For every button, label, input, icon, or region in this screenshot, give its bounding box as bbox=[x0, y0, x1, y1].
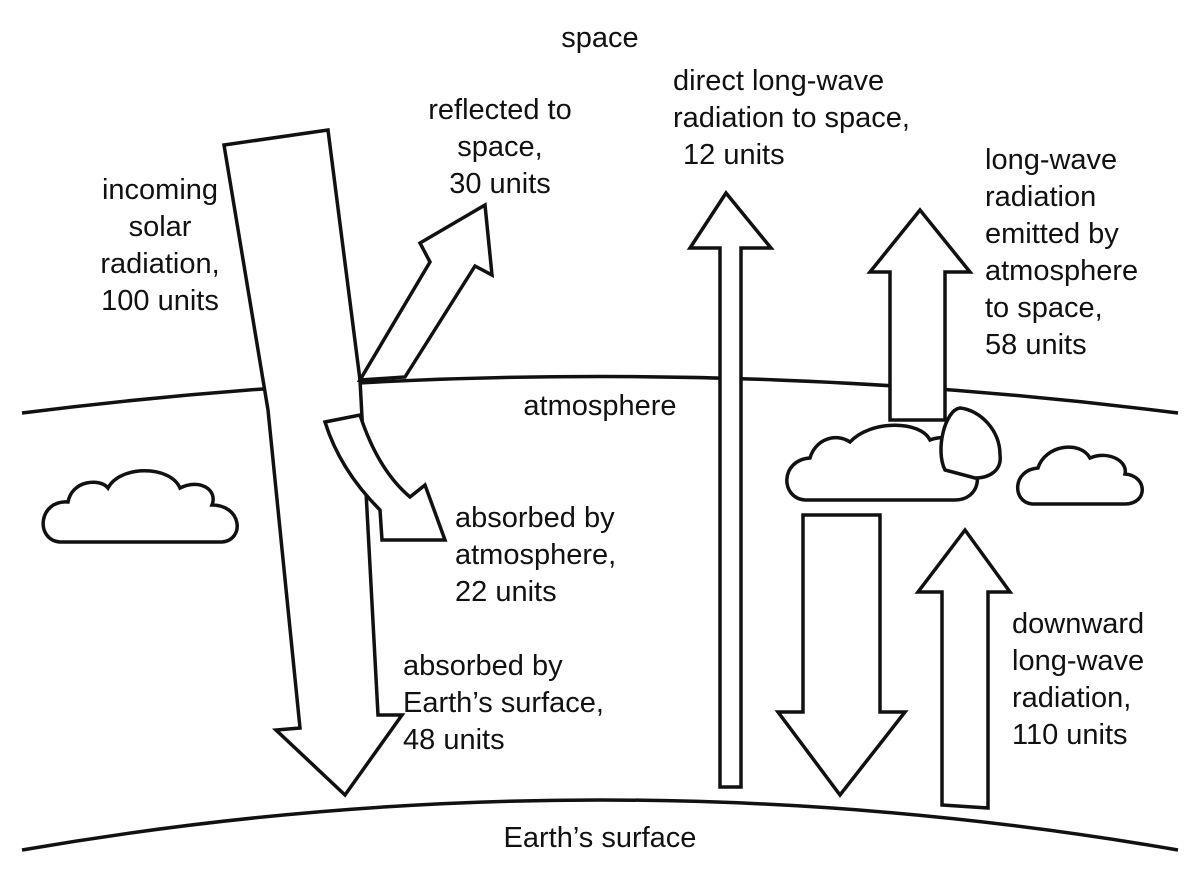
incoming-solar-arrow bbox=[221, 128, 406, 798]
absorbed-atmosphere-label: absorbed by atmosphere, 22 units bbox=[455, 502, 617, 608]
atmosphere-label: atmosphere bbox=[523, 390, 677, 422]
atmosphere-emitted-arrow bbox=[866, 207, 974, 422]
reflected-label: reflected to space, 30 units bbox=[428, 94, 572, 200]
space-label: space bbox=[561, 22, 639, 54]
surface-upward-arrow bbox=[914, 527, 1014, 810]
direct-longwave-arrow bbox=[686, 190, 775, 789]
cloud-far-right bbox=[1015, 445, 1144, 506]
atmosphere-boundary-line bbox=[21, 374, 1179, 415]
atmosphere-emitted-label: long-wave radiation emitted by atmospher… bbox=[985, 144, 1139, 361]
downward-longwave-label: downward long-wave radiation, 110 units bbox=[1012, 608, 1145, 751]
earth-surface-line bbox=[21, 798, 1179, 852]
absorbed-atmosphere-arrow bbox=[322, 412, 448, 542]
cloud-back-right bbox=[939, 406, 1002, 480]
reflected-arrow bbox=[356, 202, 495, 382]
cloud-left bbox=[41, 469, 239, 544]
earth-surface-label: Earth’s surface bbox=[503, 822, 697, 854]
direct-longwave-label: direct long-wave radiation to space, 12 … bbox=[673, 65, 910, 171]
downward-longwave-arrow bbox=[774, 513, 909, 798]
absorbed-surface-label: absorbed by Earth’s surface, 48 units bbox=[403, 650, 604, 756]
incoming-solar-label: incoming solar radiation, 100 units bbox=[100, 174, 220, 317]
